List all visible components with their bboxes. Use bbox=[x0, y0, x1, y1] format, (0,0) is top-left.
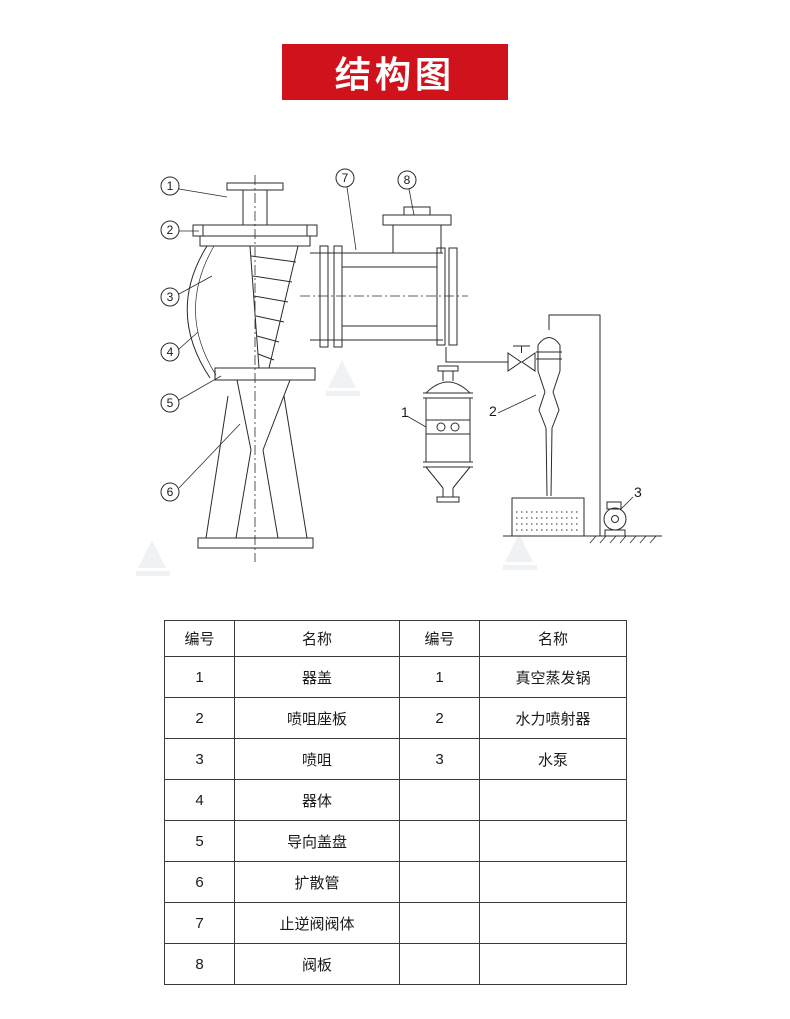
leader-lines bbox=[178, 186, 634, 511]
table-row: 4 器体 bbox=[164, 779, 627, 821]
table-header-row: 编号 名称 编号 名称 bbox=[164, 620, 627, 657]
structure-diagram: 1 2 3 4 5 6 7 8 1 bbox=[115, 155, 680, 605]
item-label-2: 2 bbox=[489, 403, 497, 419]
part-name-cell: 水泵 bbox=[479, 738, 627, 780]
vacuum-evaporator-drawing bbox=[423, 365, 473, 503]
callout-7: 7 bbox=[335, 168, 355, 188]
left-assembly-drawing bbox=[186, 182, 318, 549]
part-name-cell bbox=[479, 820, 627, 862]
part-name-cell: 喷咀座板 bbox=[234, 697, 400, 739]
svg-text:7: 7 bbox=[342, 171, 349, 185]
callout-6: 6 bbox=[160, 482, 180, 502]
table-header-cell: 编号 bbox=[164, 620, 235, 657]
svg-text:1: 1 bbox=[167, 179, 174, 193]
part-number-cell: 6 bbox=[164, 861, 235, 903]
table-header-cell: 名称 bbox=[479, 620, 627, 657]
part-name-cell: 水力喷射器 bbox=[479, 697, 627, 739]
piping-drawing bbox=[445, 314, 601, 536]
part-name-cell: 扩散管 bbox=[234, 861, 400, 903]
water-pump-drawing bbox=[603, 501, 627, 537]
item-label-3: 3 bbox=[634, 484, 642, 500]
part-number-cell: 3 bbox=[164, 738, 235, 780]
table-row: 3 喷咀 3 水泵 bbox=[164, 738, 627, 780]
part-number-cell bbox=[399, 902, 480, 944]
hydraulic-ejector-drawing bbox=[536, 337, 562, 497]
part-number-cell: 2 bbox=[164, 697, 235, 739]
table-row: 6 扩散管 bbox=[164, 861, 627, 903]
table-row: 5 导向盖盘 bbox=[164, 820, 627, 862]
part-name-cell bbox=[479, 779, 627, 821]
part-name-cell: 导向盖盘 bbox=[234, 820, 400, 862]
structure-diagram-svg: 1 2 3 4 5 6 7 8 1 bbox=[136, 168, 662, 576]
callouts: 1 2 3 4 5 6 7 8 bbox=[160, 168, 417, 502]
part-number-cell: 2 bbox=[399, 697, 480, 739]
svg-text:5: 5 bbox=[167, 396, 174, 410]
table-row: 2 喷咀座板 2 水力喷射器 bbox=[164, 697, 627, 739]
callout-8: 8 bbox=[397, 170, 417, 190]
watermark-logo bbox=[136, 360, 537, 576]
table-header-cell: 编号 bbox=[399, 620, 480, 657]
table-row: 7 止逆阀阀体 bbox=[164, 902, 627, 944]
part-number-cell bbox=[399, 779, 480, 821]
water-tank-drawing bbox=[511, 497, 585, 537]
svg-text:4: 4 bbox=[167, 345, 174, 359]
part-number-cell bbox=[399, 861, 480, 903]
part-number-cell: 8 bbox=[164, 943, 235, 985]
part-name-cell: 止逆阀阀体 bbox=[234, 902, 400, 944]
part-number-cell: 1 bbox=[164, 656, 235, 698]
page-title: 结构图 bbox=[334, 54, 455, 95]
svg-text:3: 3 bbox=[167, 290, 174, 304]
page-title-banner: 结构图 bbox=[282, 44, 508, 100]
svg-text:6: 6 bbox=[167, 485, 174, 499]
part-number-cell bbox=[399, 820, 480, 862]
part-number-cell: 1 bbox=[399, 656, 480, 698]
part-name-cell: 阀板 bbox=[234, 943, 400, 985]
callout-3: 3 bbox=[160, 287, 180, 307]
svg-text:2: 2 bbox=[167, 223, 174, 237]
part-number-cell: 5 bbox=[164, 820, 235, 862]
check-valve-pipe-drawing bbox=[300, 206, 468, 348]
part-number-cell bbox=[399, 943, 480, 985]
part-name-cell bbox=[479, 861, 627, 903]
table-header-cell: 名称 bbox=[234, 620, 400, 657]
svg-text:8: 8 bbox=[404, 173, 411, 187]
ground-line-drawing bbox=[503, 535, 662, 544]
callout-4: 4 bbox=[160, 342, 180, 362]
part-number-cell: 7 bbox=[164, 902, 235, 944]
part-name-cell: 真空蒸发锅 bbox=[479, 656, 627, 698]
part-name-cell bbox=[479, 902, 627, 944]
part-name-cell bbox=[479, 943, 627, 985]
callout-2: 2 bbox=[160, 220, 180, 240]
callout-1: 1 bbox=[160, 176, 180, 196]
parts-table: 编号 名称 编号 名称 1 器盖 1 真空蒸发锅 2 喷咀座板 2 水力喷射器 … bbox=[164, 620, 627, 985]
part-number-cell: 3 bbox=[399, 738, 480, 780]
table-row: 1 器盖 1 真空蒸发锅 bbox=[164, 656, 627, 698]
item-labels: 1 2 3 bbox=[401, 403, 642, 500]
part-name-cell: 器体 bbox=[234, 779, 400, 821]
item-label-1: 1 bbox=[401, 404, 409, 420]
part-name-cell: 喷咀 bbox=[234, 738, 400, 780]
table-row: 8 阀板 bbox=[164, 943, 627, 985]
valve-drawing bbox=[507, 345, 536, 372]
callout-5: 5 bbox=[160, 393, 180, 413]
part-number-cell: 4 bbox=[164, 779, 235, 821]
part-name-cell: 器盖 bbox=[234, 656, 400, 698]
